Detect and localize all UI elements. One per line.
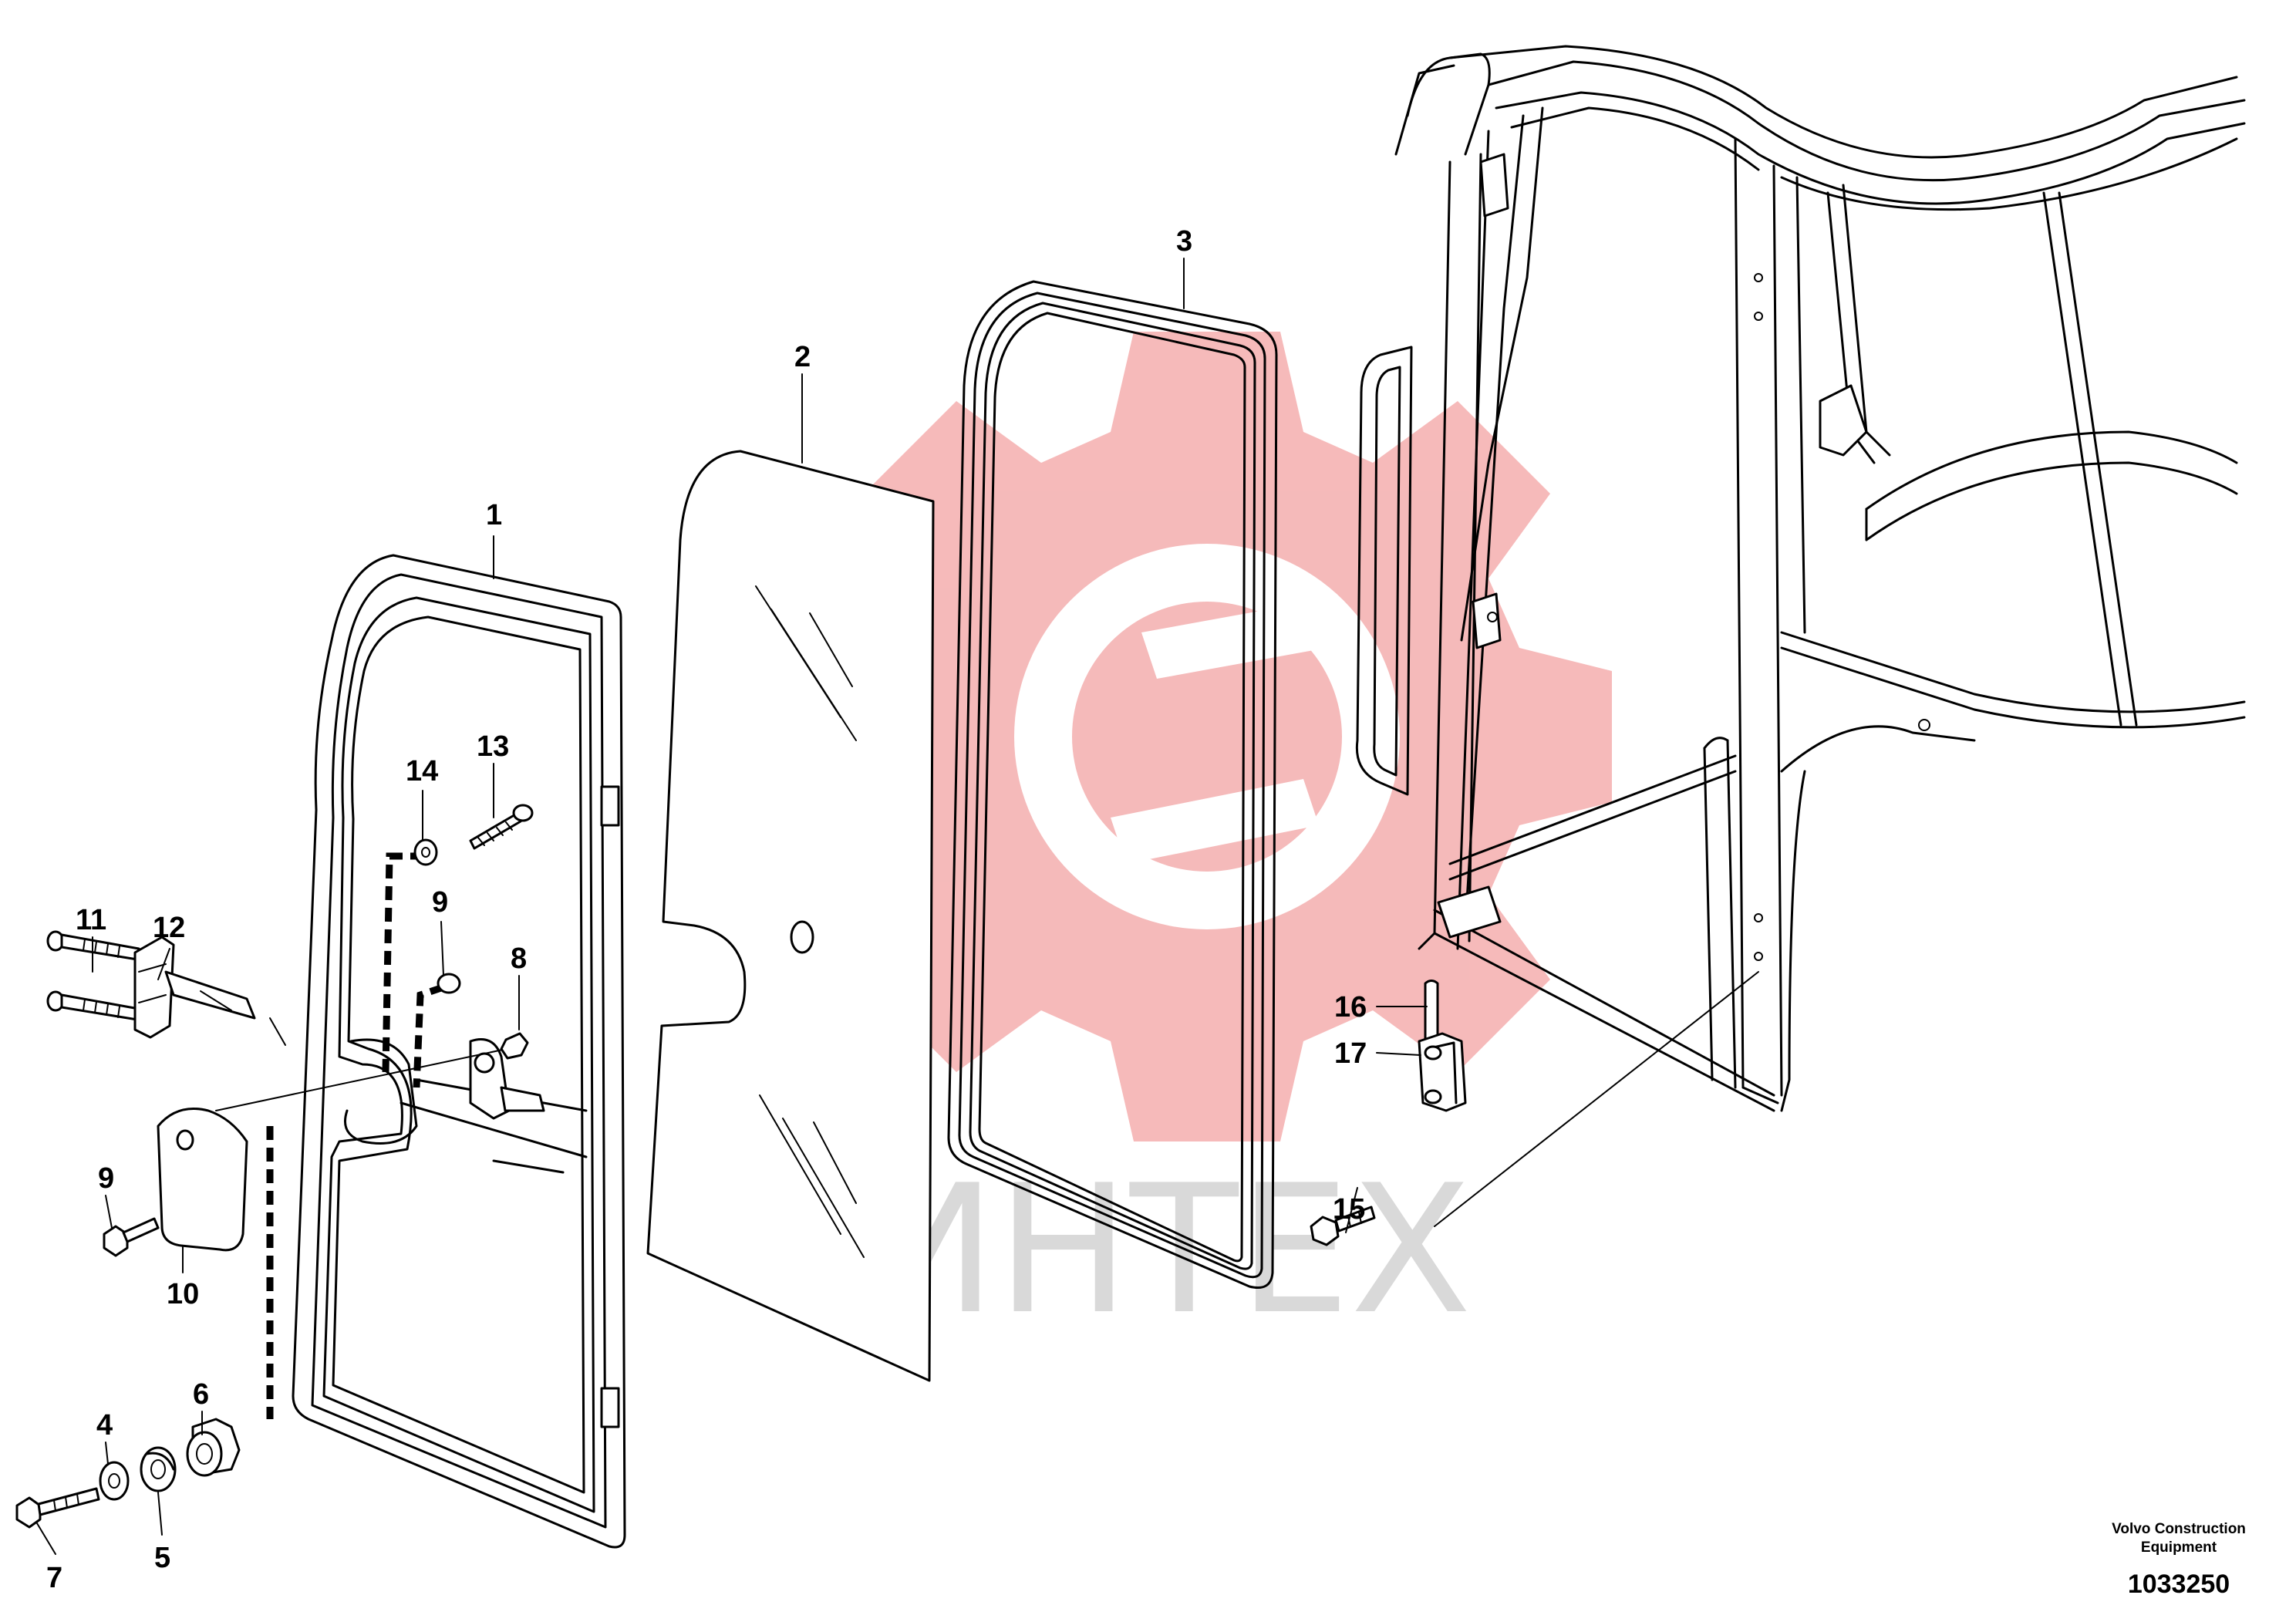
callout-14: 14 [406,755,438,787]
nut-8 [500,1032,529,1060]
hardware-parts [15,804,1759,1529]
bolt-7 [15,1487,100,1529]
callout-labels: 1 2 3 13 14 9 8 11 12 9 10 6 4 5 7 16 17… [46,225,1367,1594]
drawing-number: 1033250 [2128,1570,2230,1599]
leader-lines [36,258,1428,1555]
bolt-9-lower [103,1217,160,1257]
callout-13: 13 [477,730,509,763]
callout-5: 5 [154,1542,170,1574]
washer-4 [99,1461,130,1501]
callout-17: 17 [1334,1037,1367,1070]
washer-14 [413,838,438,866]
phantom-line-9 [413,983,445,1088]
glass-seal [947,280,1278,1289]
bracket-10 [157,1108,248,1252]
callout-7: 7 [46,1562,62,1594]
credit-line-2: Equipment [2141,1539,2217,1556]
callout-6: 6 [193,1378,209,1411]
callout-15: 15 [1333,1193,1365,1226]
credit-line-1: Volvo Construction [2112,1521,2246,1537]
striker-12 [133,936,256,1039]
bolt-15 [1310,1206,1376,1246]
callout-16: 16 [1334,991,1367,1023]
knob-6 [186,1418,241,1477]
callout-8: 8 [511,943,527,975]
door-glass [646,450,935,1382]
callout-2: 2 [794,341,811,373]
cab-structure [1355,45,2246,1112]
callout-9-lower: 9 [98,1162,114,1195]
pin-16 [1424,980,1439,1045]
nut-9-upper [437,973,461,994]
callout-11: 11 [76,904,106,936]
door-frame [292,554,626,1549]
bolts-11 [46,930,140,1021]
callout-4: 4 [96,1409,113,1442]
callout-10: 10 [167,1278,199,1310]
callout-9-upper: 9 [432,886,448,919]
callout-1: 1 [486,499,502,531]
bolt-13 [469,804,534,850]
hinge-17 [1418,1032,1467,1112]
callout-12: 12 [153,912,185,944]
callout-3: 3 [1176,225,1192,258]
phantom-line-14 [382,852,424,1073]
